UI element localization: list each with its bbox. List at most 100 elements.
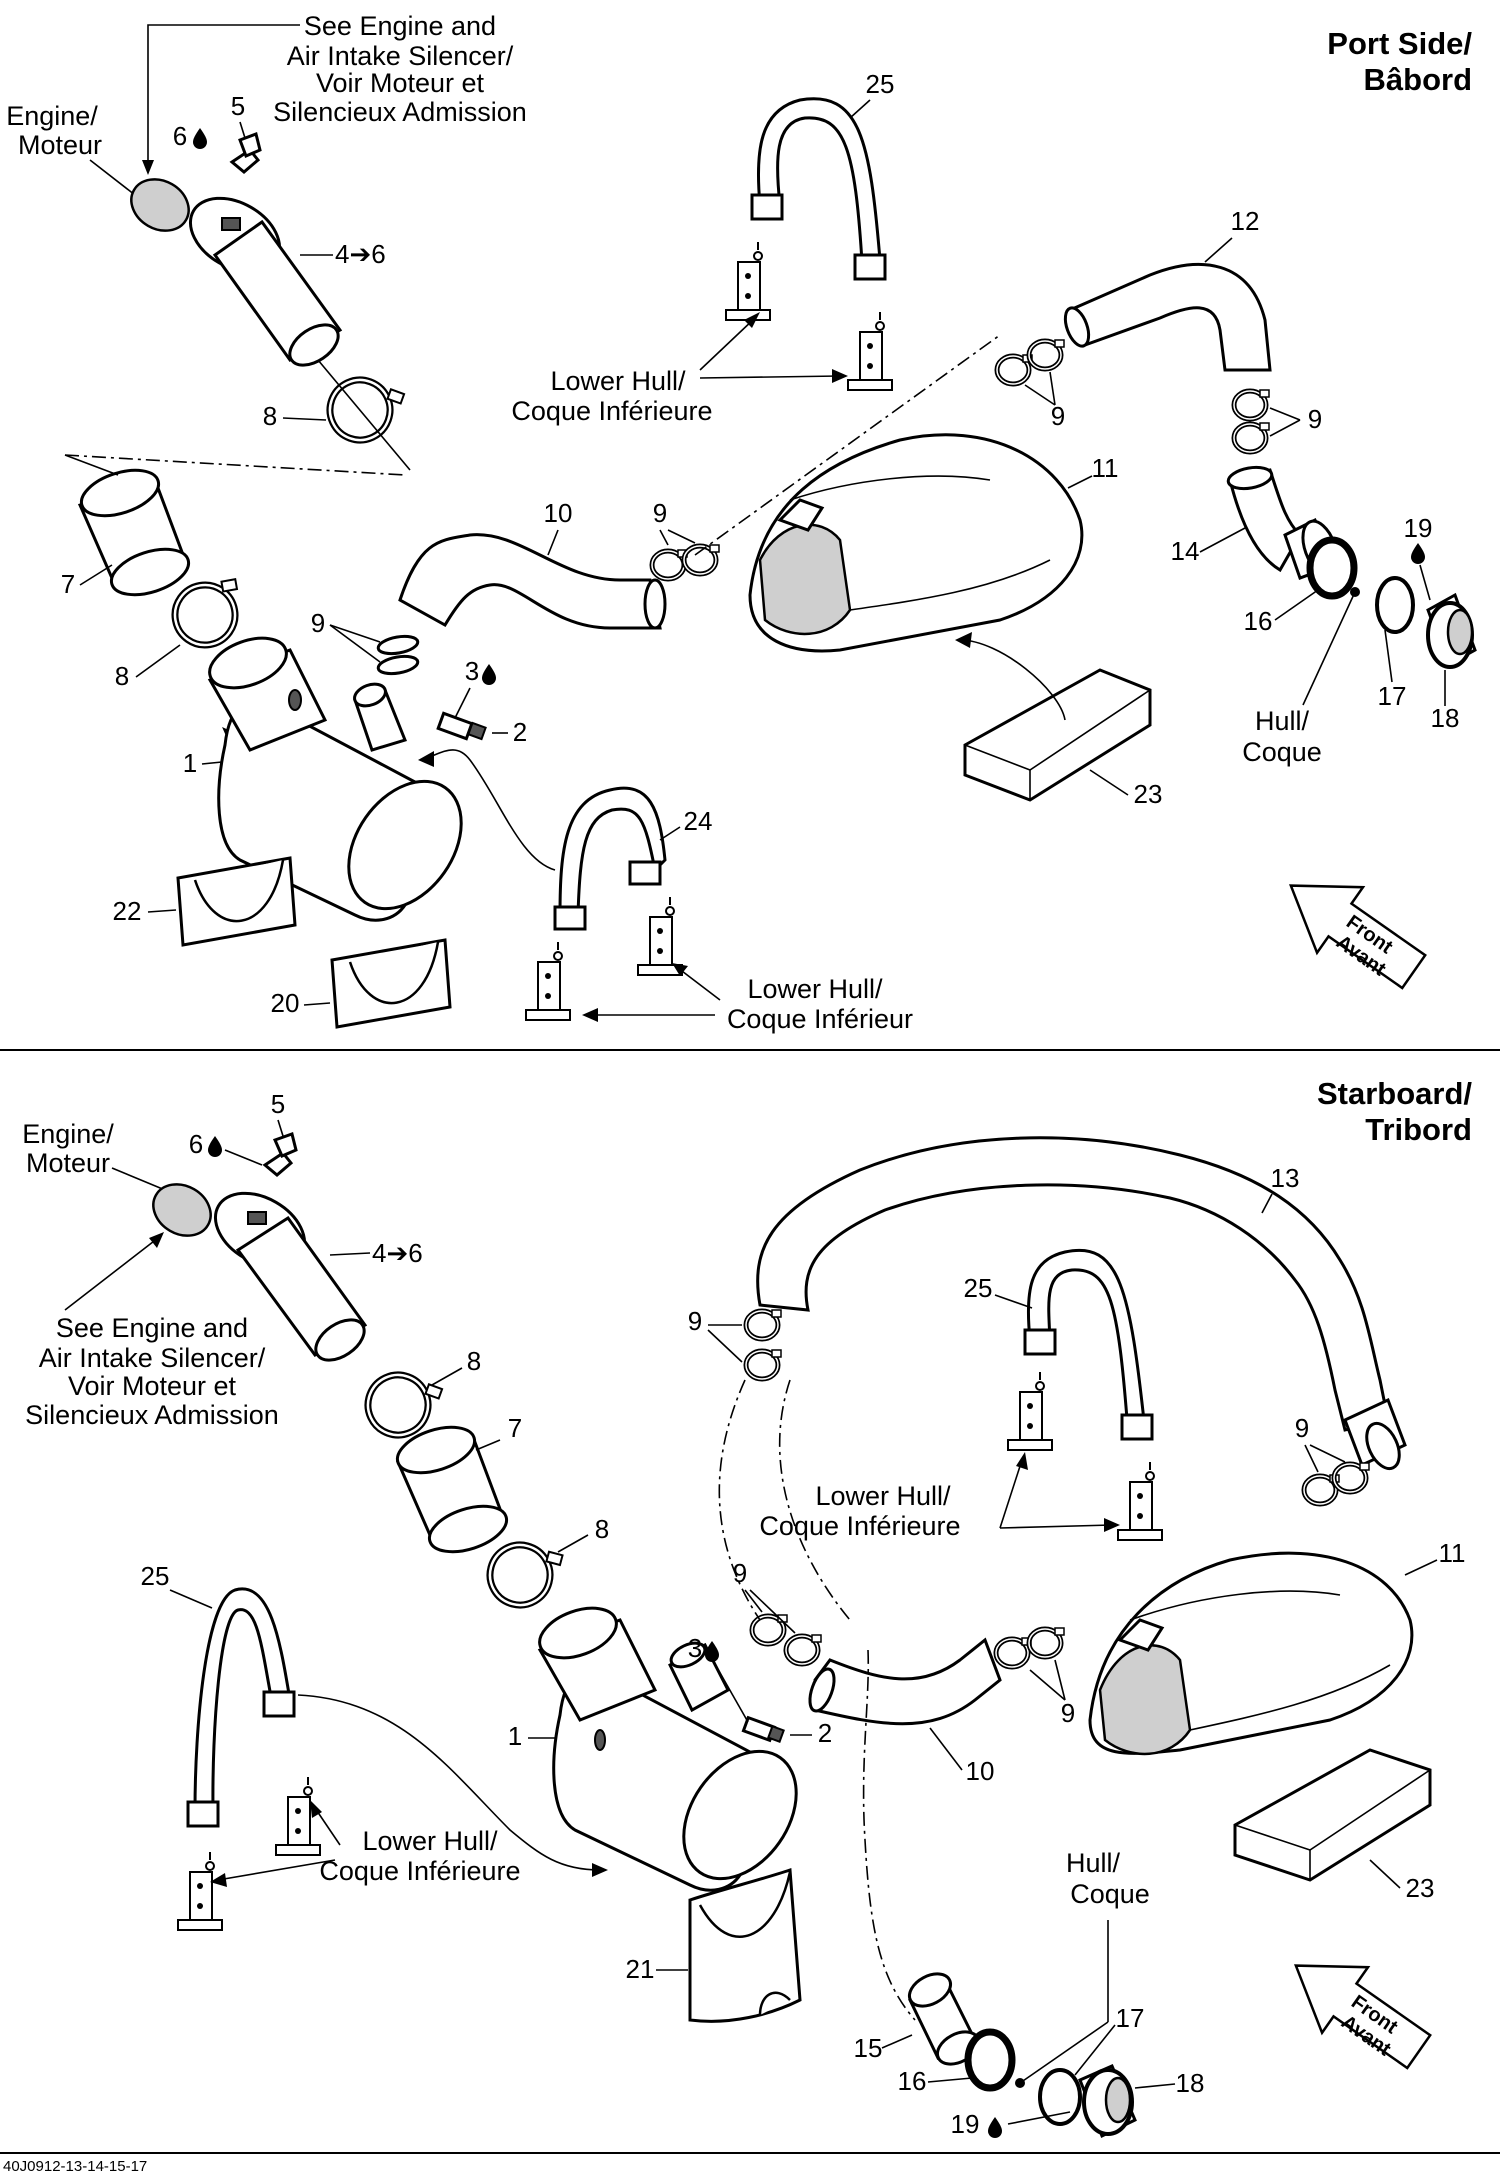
starboard-panel: Starboard/ Tribord Engine/ Moteur See En… <box>22 1076 1472 2139</box>
stbd-hose-10 <box>808 1637 1002 1726</box>
port-label-9a: 9 <box>311 608 325 638</box>
port-label-12: 12 <box>1231 206 1260 236</box>
port-label-8a: 8 <box>263 401 277 431</box>
port-bracket-c <box>725 241 771 321</box>
stbd-hose-13 <box>756 1136 1407 1471</box>
stbd-strap-25b <box>186 1587 296 1828</box>
stbd-bracket-c <box>177 1851 223 1931</box>
stbd-label-8b: 8 <box>595 1514 609 1544</box>
stbd-label-21: 21 <box>626 1954 655 1984</box>
stbd-fitting-5 <box>262 1132 298 1177</box>
port-see-engine-line2: Air Intake Silencer/ <box>287 41 514 71</box>
stbd-sensor-2 <box>741 1715 785 1743</box>
port-see-engine-line1: See Engine and <box>304 11 496 41</box>
stbd-bracket-a <box>1007 1371 1053 1451</box>
port-label-24: 24 <box>684 806 713 836</box>
stbd-see-engine-line4: Silencieux Admission <box>25 1400 279 1430</box>
stbd-clamp-8b <box>483 1538 562 1613</box>
port-label-6: 6 <box>173 121 187 151</box>
port-oring-9b <box>376 654 420 676</box>
port-clamp-9d <box>997 355 1032 384</box>
port-label-17: 17 <box>1378 681 1407 711</box>
port-label-7: 7 <box>61 569 75 599</box>
port-fitting-5 <box>229 132 262 174</box>
port-block-23 <box>963 668 1152 802</box>
port-label-2: 2 <box>513 717 527 747</box>
port-strap-24 <box>553 786 667 931</box>
stbd-see-engine-line1: See Engine and <box>56 1313 248 1343</box>
stbd-hull-line1: Hull/ <box>1066 1848 1121 1878</box>
port-label-18: 18 <box>1431 703 1460 733</box>
port-ring-17 <box>1375 576 1415 634</box>
port-muffler-1 <box>207 636 463 922</box>
port-lower-hull-b-line2: Coque Inférieur <box>727 1004 913 1034</box>
port-engine-line2: Moteur <box>18 130 102 160</box>
port-label-8b: 8 <box>115 661 129 691</box>
stbd-label-2: 2 <box>818 1718 832 1748</box>
port-bracket-b <box>637 896 683 976</box>
stbd-label-11: 11 <box>1439 1538 1466 1568</box>
stbd-lower-hull-b-line1: Lower Hull/ <box>362 1826 498 1856</box>
stbd-label-17: 17 <box>1116 2003 1145 2033</box>
stbd-bracket-b <box>1117 1461 1163 1541</box>
stbd-clamp-9a2 <box>786 1635 821 1664</box>
port-support-22 <box>176 856 297 947</box>
port-clamp-8b <box>170 579 245 650</box>
port-label-3: 3 <box>465 656 479 686</box>
port-side-panel: Port Side/ Bâbord See Engine and Air Int… <box>6 11 1477 1034</box>
port-support-20 <box>330 938 452 1029</box>
port-label-4: 4➔6 <box>335 239 386 269</box>
port-oring-9a <box>376 634 420 656</box>
port-clamp-8a <box>322 372 405 451</box>
port-nozzle-18 <box>1426 592 1477 669</box>
port-title-line1: Port Side/ <box>1327 26 1472 61</box>
port-lower-hull-b-line1: Lower Hull/ <box>747 974 883 1004</box>
stbd-strap-25a <box>1023 1248 1154 1441</box>
stbd-clamp-9b <box>996 1638 1031 1667</box>
port-lower-hull-a-line2: Coque Inférieure <box>511 396 712 426</box>
port-label-16: 16 <box>1244 606 1273 636</box>
port-label-20: 20 <box>271 988 300 1018</box>
stbd-nozzle-18 <box>1078 2064 1137 2139</box>
stbd-label-6: 6 <box>189 1129 203 1159</box>
stbd-part-15 <box>907 1972 981 2066</box>
port-bracket-a <box>525 941 571 1021</box>
stbd-label-1: 1 <box>508 1721 522 1751</box>
stbd-block-23 <box>1233 1748 1432 1882</box>
drop-icon <box>705 1641 719 1662</box>
drop-icon <box>482 664 496 685</box>
stbd-label-15: 15 <box>854 2033 883 2063</box>
drawing-code: 40J0912-13-14-15-17 <box>3 2158 147 2175</box>
port-label-11: 11 <box>1092 453 1119 483</box>
drop-icon <box>193 128 207 149</box>
port-see-engine-line4: Silencieux Admission <box>273 97 527 127</box>
stbd-label-25a: 25 <box>964 1273 993 1303</box>
stbd-see-engine-line3: Voir Moteur et <box>68 1371 237 1401</box>
stbd-label-4: 4➔6 <box>372 1238 423 1268</box>
port-lower-hull-a-line1: Lower Hull/ <box>550 366 686 396</box>
stbd-label-13: 13 <box>1271 1163 1300 1193</box>
port-bracket-d <box>847 311 893 391</box>
port-label-22: 22 <box>113 896 142 926</box>
stbd-label-5: 5 <box>271 1089 285 1119</box>
stbd-title-line1: Starboard/ <box>1317 1076 1472 1111</box>
stbd-label-9c: 9 <box>1295 1413 1309 1443</box>
port-silencer-11 <box>748 433 1084 653</box>
stbd-label-9d: 9 <box>688 1306 702 1336</box>
stbd-label-10: 10 <box>966 1756 995 1786</box>
port-label-9c: 9 <box>1051 401 1065 431</box>
stbd-coupler-7 <box>395 1425 509 1554</box>
port-hose-12 <box>1063 263 1272 372</box>
port-engine-line1: Engine/ <box>6 101 98 131</box>
stbd-label-9a: 9 <box>733 1558 747 1588</box>
stbd-engine-line2: Moteur <box>26 1148 110 1178</box>
port-label-9b: 9 <box>653 498 667 528</box>
port-hull-line1: Hull/ <box>1255 706 1310 736</box>
port-label-5: 5 <box>231 91 245 121</box>
port-label-1: 1 <box>183 748 197 778</box>
stbd-clamp-9d <box>746 1310 781 1339</box>
stbd-label-25b: 25 <box>141 1561 170 1591</box>
port-hull-line2: Coque <box>1242 737 1322 767</box>
stbd-clamp-9d2 <box>746 1350 781 1379</box>
